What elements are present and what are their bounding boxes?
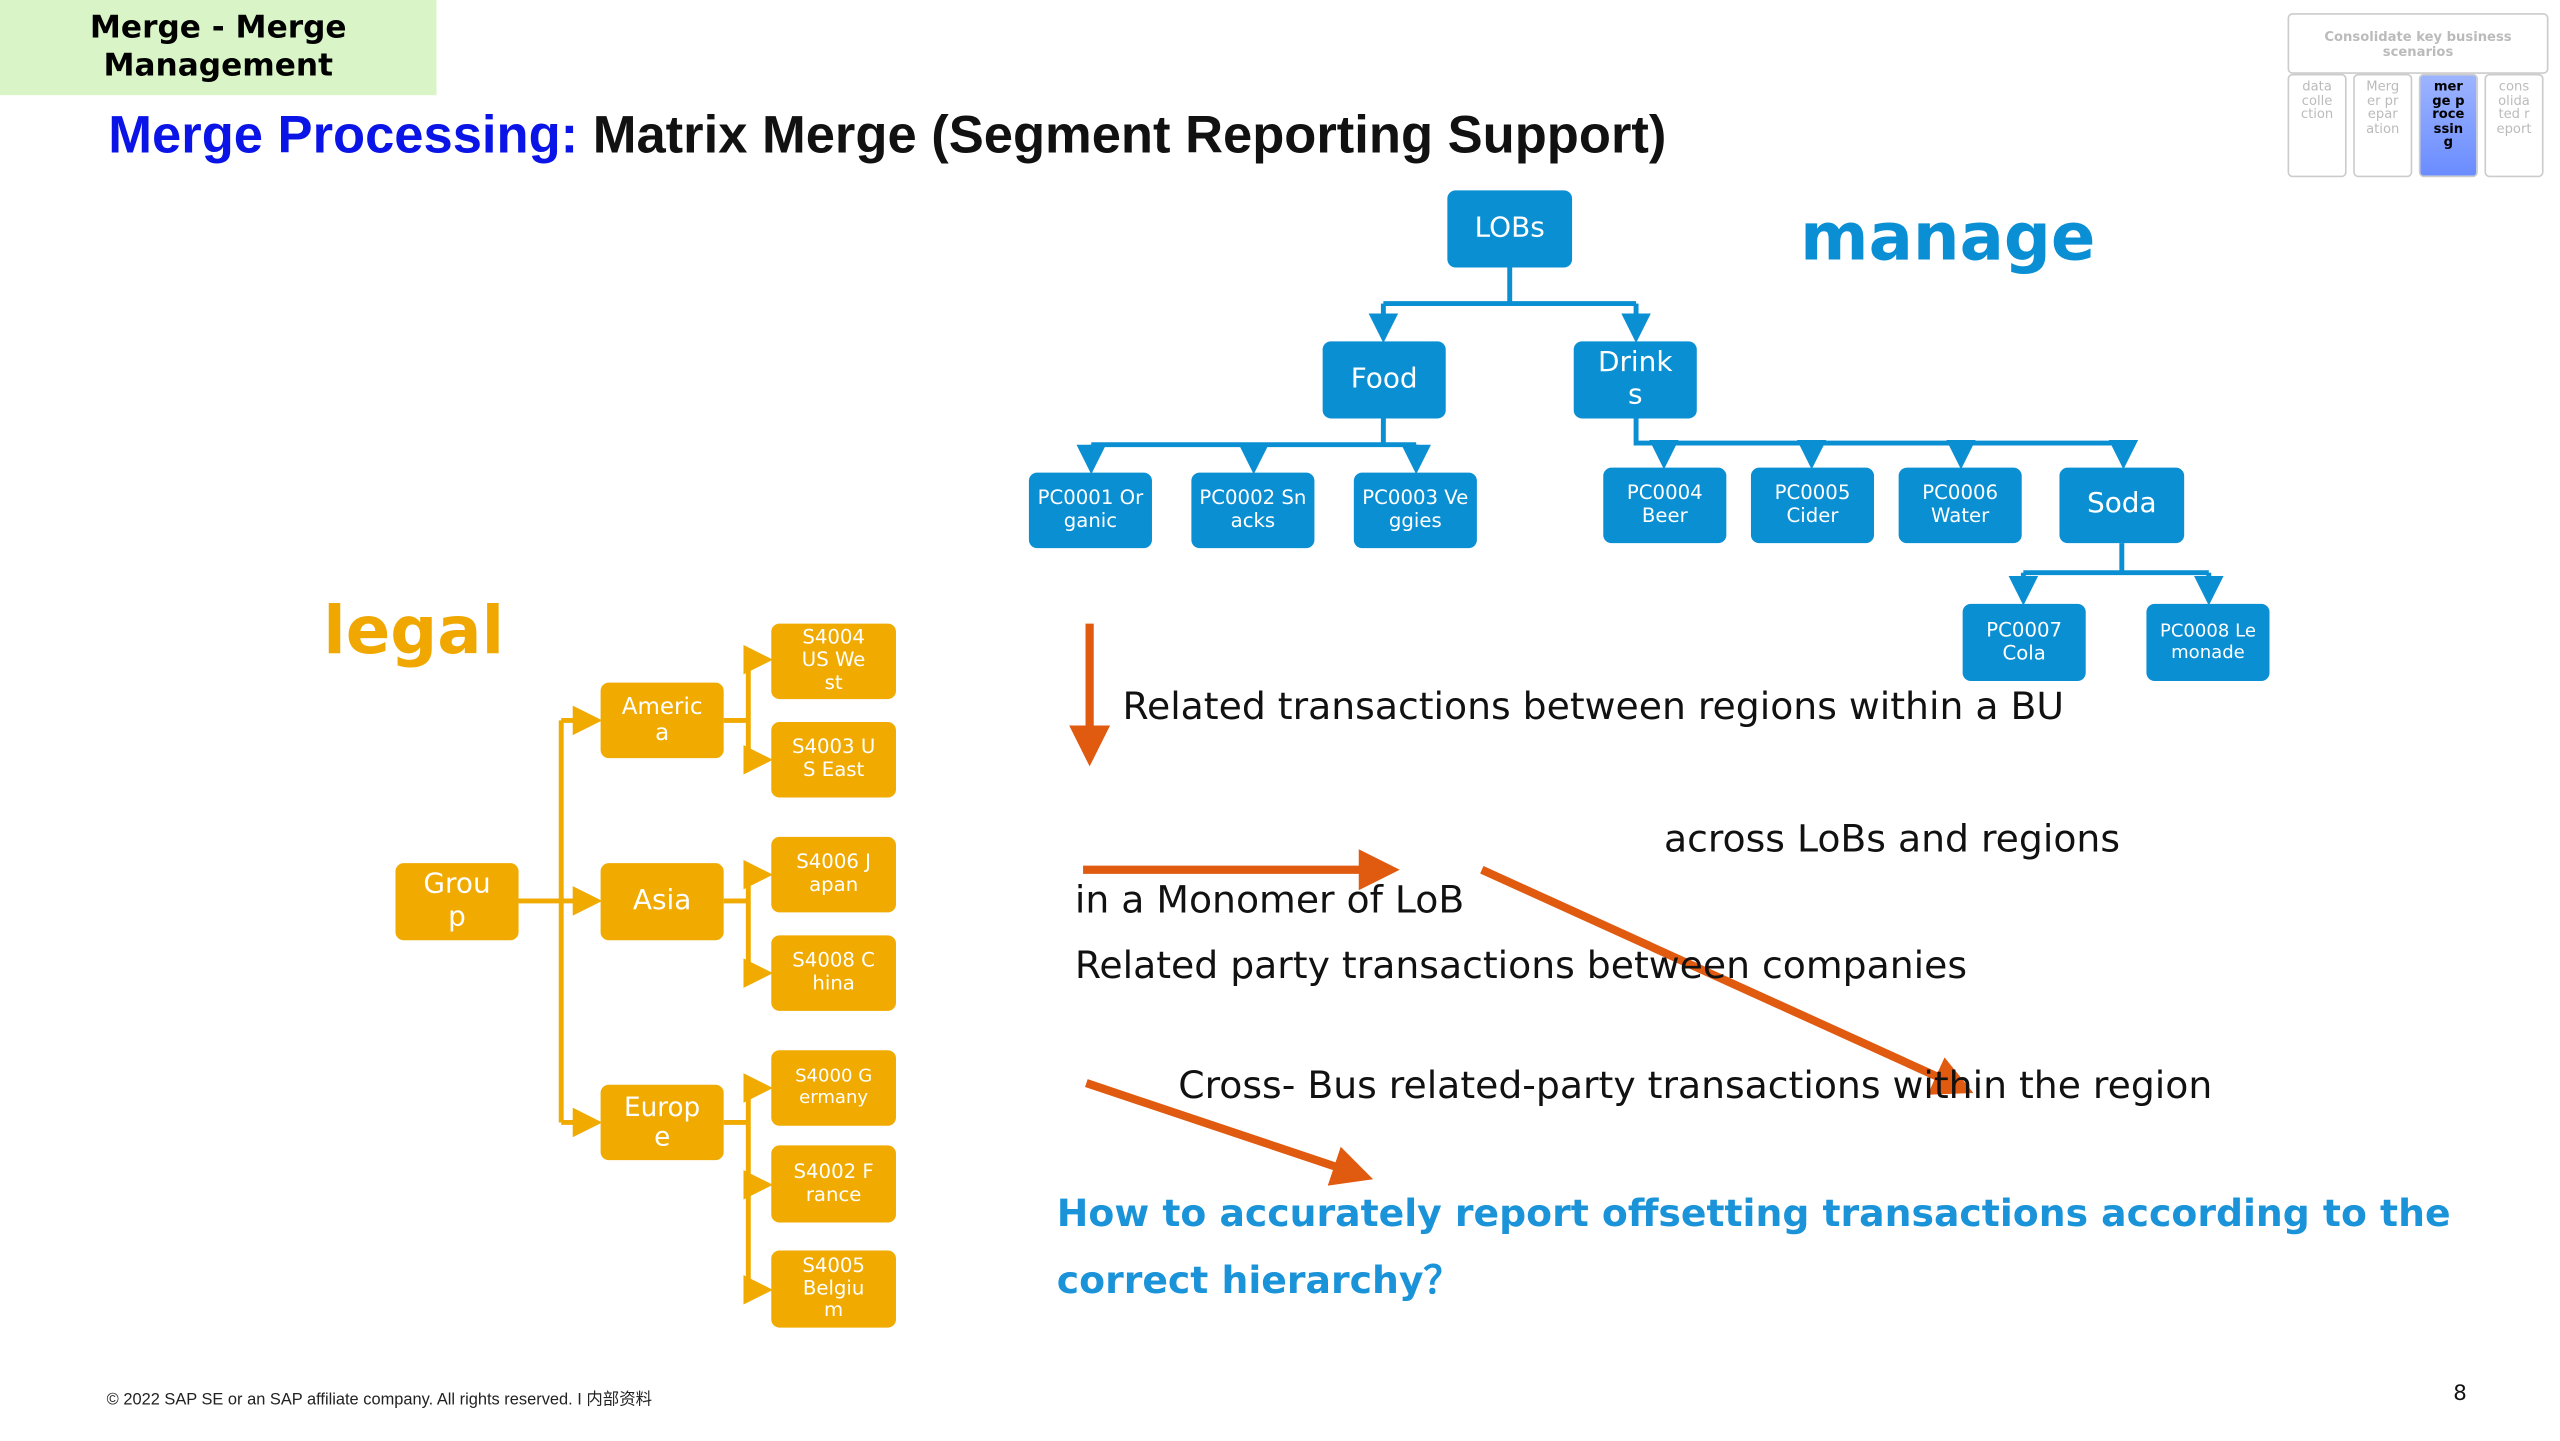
node-s4005: S4005 Belgium <box>771 1250 896 1328</box>
node-pc0007: PC0007 Cola <box>1962 603 2086 682</box>
title-prefix: Merge Processing: <box>108 105 579 165</box>
text-within-bu: Related transactions between regions wit… <box>1122 685 2065 729</box>
management-connectors <box>1076 267 2224 606</box>
node-asia: Asia <box>600 863 724 941</box>
node-pc0002: PC0002 Snacks <box>1191 472 1315 549</box>
arrow-across <box>1480 865 1974 1095</box>
node-soda: Soda <box>2059 467 2185 544</box>
nav-step-merger-preparation[interactable]: Merger preparation <box>2353 73 2413 178</box>
node-drinks: Drinks <box>1573 341 1697 419</box>
node-america: America <box>600 682 724 759</box>
node-pc0006: PC0006 Water <box>1898 467 2022 544</box>
node-food: Food <box>1322 341 1446 419</box>
nav-header: Consolidate key business scenarios <box>2287 13 2549 74</box>
legal-heading: legal <box>323 594 505 670</box>
text-cross-bus: Cross- Bus related-party transactions wi… <box>1178 1065 2213 1108</box>
section-tag: Merge - Merge Management <box>0 0 437 96</box>
node-s4000: S4000 Germany <box>771 1050 896 1126</box>
node-s4003: S4003 US East <box>771 722 896 798</box>
node-europe: Europe <box>600 1084 724 1161</box>
question-text: How to accurately report offsetting tran… <box>1056 1193 2451 1303</box>
management-heading: manage <box>1800 200 2096 276</box>
relation-arrows <box>1069 623 1974 1186</box>
node-pc0008: PC0008 Lemonade <box>2146 603 2270 682</box>
node-pc0004: PC0004 Beer <box>1603 467 1727 544</box>
node-s4002: S4002 France <box>771 1145 896 1223</box>
arrow-cross-bus <box>1085 1079 1374 1186</box>
nav-step-data-collection[interactable]: data collection <box>2287 73 2347 178</box>
text-between-companies: Related party transactions between compa… <box>1074 945 1967 988</box>
node-s4006: S4006 Japan <box>771 836 896 913</box>
node-pc0005: PC0005 Cider <box>1750 467 1875 544</box>
node-group: Group <box>395 863 519 941</box>
nav-step-consolidated-report[interactable]: consolidated report <box>2484 73 2544 178</box>
nav-step-merge-processing[interactable]: merge processing <box>2418 73 2478 178</box>
node-pc0001: PC0001 Organic <box>1028 472 1152 549</box>
scenario-nav: Consolidate key business scenarios data … <box>2287 13 2549 180</box>
footer-copyright: © 2022 SAP SE or an SAP affiliate compan… <box>106 1391 653 1410</box>
node-s4004: S4004 US West <box>771 623 896 700</box>
node-pc0003: PC0003 Veggies <box>1353 472 1477 549</box>
text-monomer: in a Monomer of LoB <box>1074 879 1465 923</box>
text-across: across LoBs and regions <box>1663 818 2121 862</box>
page-number: 8 <box>2453 1381 2467 1407</box>
page-title: Merge Processing: Matrix Merge (Segment … <box>108 105 1666 166</box>
legal-connectors <box>518 644 773 1305</box>
title-main: Matrix Merge (Segment Reporting Support) <box>578 105 1667 165</box>
node-s4008: S4008 China <box>771 935 896 1011</box>
node-lobs: LOBs <box>1447 190 1573 268</box>
